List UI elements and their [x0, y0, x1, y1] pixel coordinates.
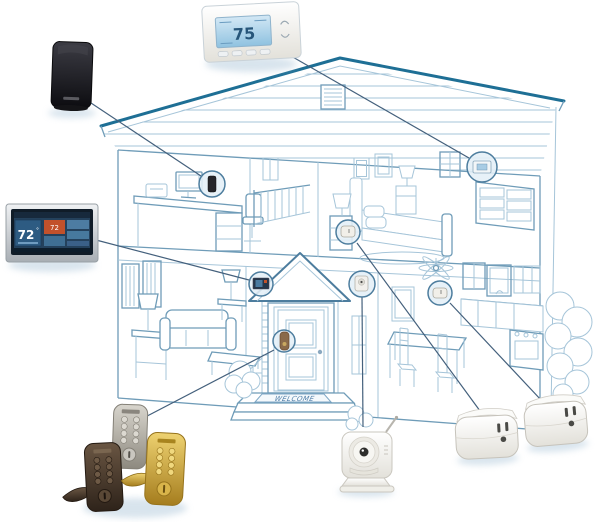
connector-gateway — [87, 100, 202, 177]
connector-thermostat — [283, 51, 470, 159]
thermostat-lcd — [214, 14, 273, 49]
product-camera — [338, 415, 399, 497]
bush-porch — [224, 360, 261, 399]
dining-chair — [396, 327, 418, 387]
spot-living-touchscreen — [248, 271, 274, 297]
thermostat-temp-reading: 75 — [232, 24, 255, 44]
connector-lines — [87, 51, 543, 428]
lock-bright-brass — [120, 432, 186, 506]
room-hallway — [253, 157, 311, 227]
office-printer — [145, 183, 168, 198]
room-office — [133, 171, 264, 252]
lock-lever — [62, 487, 90, 502]
room-kitchen — [386, 256, 544, 393]
connector-lock — [127, 349, 275, 427]
spot-kitchen-plug — [427, 280, 453, 306]
room-living — [121, 260, 262, 380]
outlet-face — [564, 406, 577, 427]
kitchen-counter — [460, 298, 544, 333]
coffee-table — [207, 351, 262, 367]
living-lamp-left — [137, 293, 159, 310]
spot-entry-camera — [348, 270, 376, 298]
thermostat-updown-buttons — [280, 20, 290, 38]
bush-steps-right — [345, 405, 374, 431]
spot-bedroom-thermostat — [466, 151, 498, 183]
connector-plug-left — [356, 242, 484, 416]
connector-touchscreen — [95, 239, 250, 281]
camera-lens — [359, 447, 369, 457]
living-lamp-right — [221, 269, 241, 283]
lock-aged-bronze — [62, 442, 124, 512]
ceiling-fan — [418, 256, 454, 280]
camera-base — [341, 477, 391, 487]
spot-front-door-lock — [272, 329, 296, 353]
welcome-mat-text: WELCOME — [274, 394, 316, 403]
attic-vent — [320, 84, 346, 110]
dresser — [475, 181, 535, 231]
touchscreen-degree-symbol: ° — [36, 227, 39, 234]
camera-antenna — [385, 417, 397, 433]
product-door-locks — [62, 403, 187, 518]
spot-office-gateway — [198, 170, 226, 198]
porch-gable — [248, 252, 351, 302]
connector-plug-right — [449, 302, 543, 402]
door-knob — [317, 349, 323, 355]
connector-camera — [361, 296, 364, 428]
product-touchscreen-panel: 72 ° 72 — [5, 203, 99, 272]
bedroom-lamp — [332, 193, 352, 209]
product-gateway-hub — [48, 41, 96, 118]
product-wall-thermostat: 75 — [201, 1, 302, 72]
lock-lever — [120, 472, 149, 487]
touchscreen-tile-temp: 72 — [50, 224, 59, 232]
spot-bedroom-plug — [335, 219, 361, 245]
outlet-face — [497, 422, 509, 443]
welcome-mat: WELCOME — [253, 393, 333, 403]
touchscreen-temp-reading: 72 — [18, 228, 35, 242]
device-spots — [198, 151, 498, 353]
stove — [509, 329, 544, 371]
bushes-right — [544, 291, 593, 405]
product-plug-left — [454, 407, 519, 466]
product-plug-right — [523, 394, 589, 453]
